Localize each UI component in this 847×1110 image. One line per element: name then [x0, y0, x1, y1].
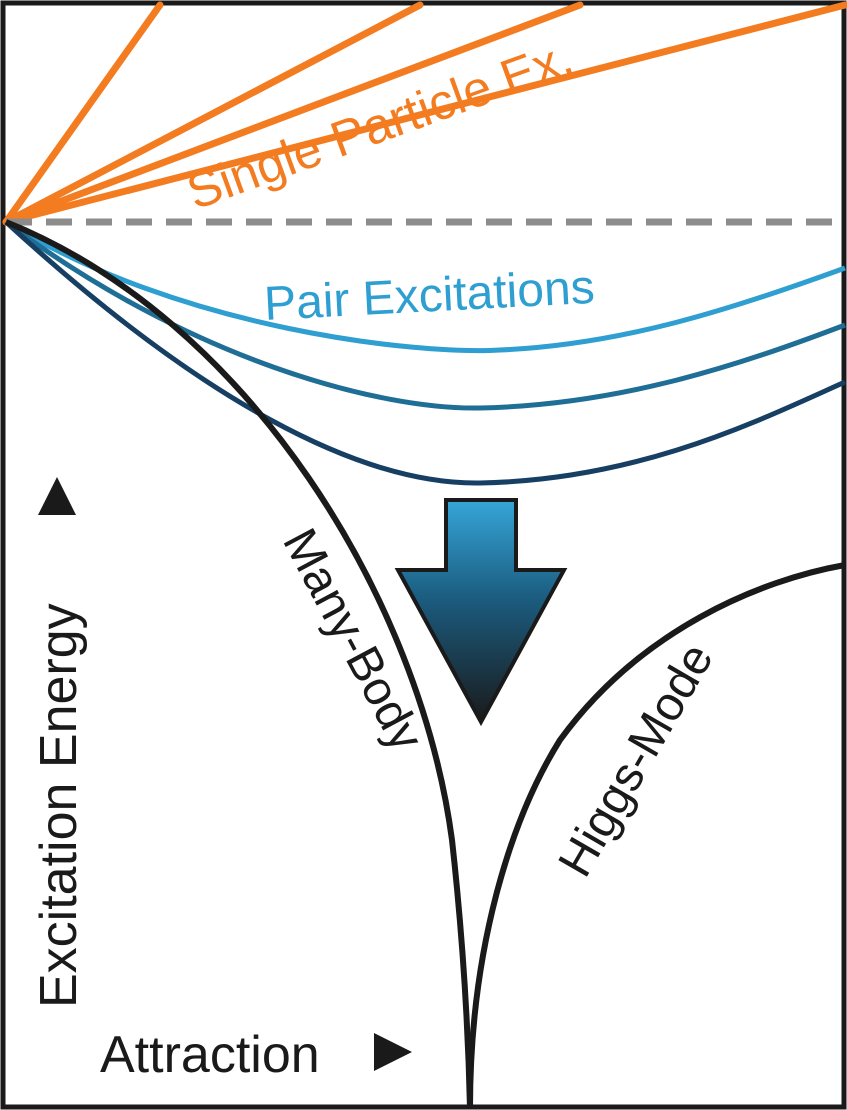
many-body-curve — [4, 219, 473, 1109]
y-axis-label: Excitation Energy — [30, 603, 88, 1008]
triangle-up-icon — [38, 477, 76, 515]
single-particle-line-4 — [2, 1, 847, 226]
x-axis-label: Attraction — [100, 1026, 320, 1084]
single-particle-line-3 — [2, 1, 584, 226]
pair-curve-light — [4, 219, 846, 354]
single-particle-line-2 — [2, 1, 424, 226]
pair-curve-dark — [4, 220, 847, 486]
triangle-right-icon — [374, 1033, 412, 1071]
single-particle-lines — [2, 1, 847, 226]
downward-arrow-icon — [394, 498, 568, 727]
higgs-mode-curve — [467, 562, 846, 1109]
single-particle-line-1 — [2, 1, 164, 226]
